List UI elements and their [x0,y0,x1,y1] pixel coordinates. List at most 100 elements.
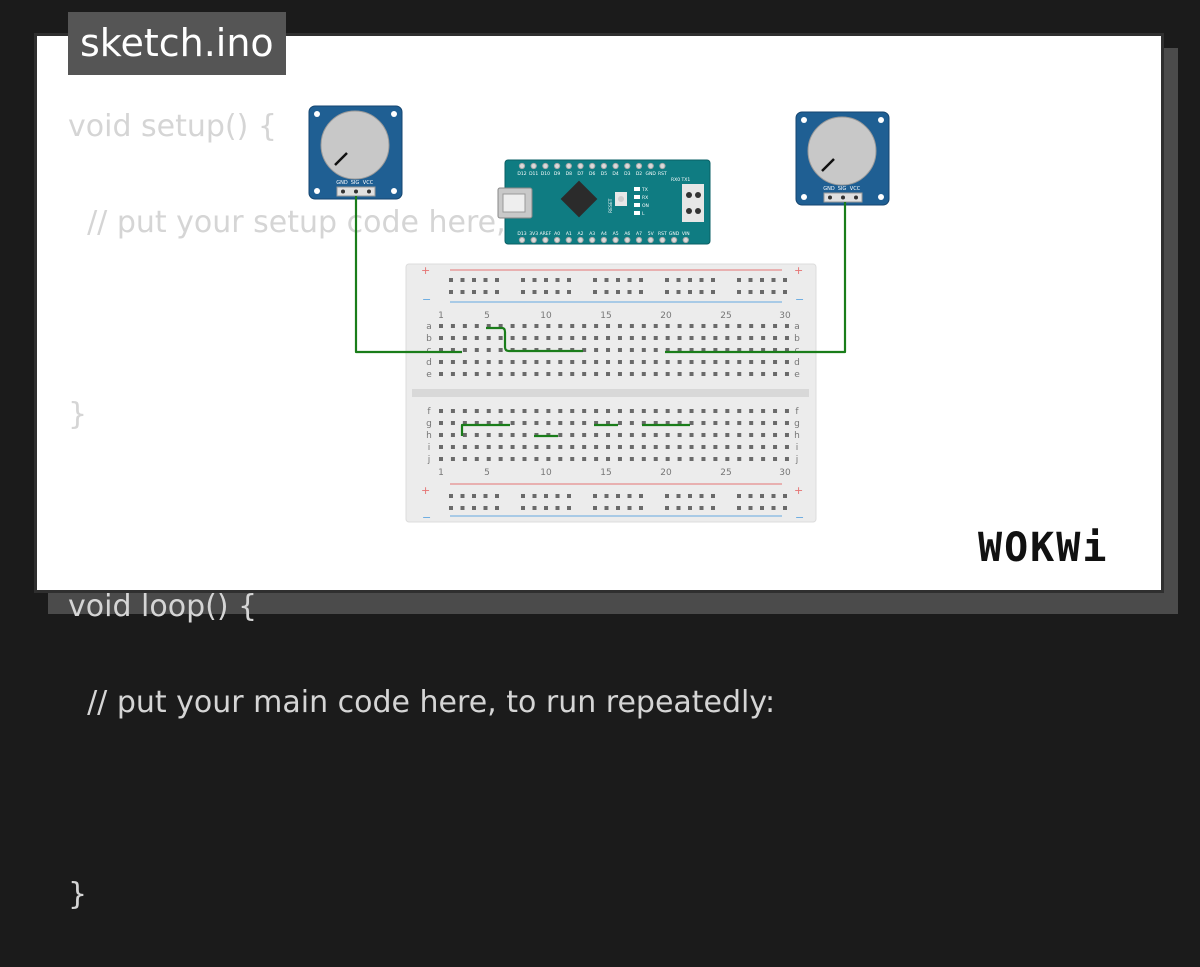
breadboard-hole[interactable] [748,506,753,510]
breadboard-hole[interactable] [483,494,488,498]
breadboard-hole[interactable] [483,278,488,282]
breadboard-hole[interactable] [486,433,491,437]
breadboard-hole[interactable] [749,433,754,437]
breadboard-hole[interactable] [749,324,754,328]
breadboard-hole[interactable] [462,336,467,340]
breadboard-hole[interactable] [486,324,491,328]
breadboard-hole[interactable] [558,409,563,413]
breadboard-hole[interactable] [546,445,551,449]
breadboard-hole[interactable] [450,360,455,364]
breadboard-hole[interactable] [606,324,611,328]
breadboard-hole[interactable] [474,348,479,352]
breadboard-hole[interactable] [570,336,575,340]
breadboard-hole[interactable] [522,421,527,425]
breadboard-hole[interactable] [639,278,643,282]
breadboard-hole[interactable] [534,336,539,340]
breadboard-hole[interactable] [653,409,658,413]
breadboard-hole[interactable] [677,372,682,376]
breadboard-hole[interactable] [701,433,706,437]
breadboard-hole[interactable] [439,360,443,364]
breadboard-hole[interactable] [665,348,670,352]
breadboard-hole[interactable] [546,421,551,425]
breadboard-hole[interactable] [627,506,632,510]
breadboard-hole[interactable] [699,494,704,498]
wire-left-pot[interactable] [354,196,462,354]
breadboard-hole[interactable] [510,409,515,413]
breadboard-hole[interactable] [688,506,692,510]
breadboard-hole[interactable] [641,348,646,352]
breadboard-hole[interactable] [462,409,467,413]
breadboard-hole[interactable] [472,506,476,510]
breadboard-hole[interactable] [689,372,694,376]
breadboard-hole[interactable] [737,278,741,282]
breadboard-hole[interactable] [474,433,479,437]
breadboard-hole[interactable] [495,494,499,498]
breadboard-hole[interactable] [593,506,597,510]
breadboard-hole[interactable] [534,457,539,461]
breadboard-hole[interactable] [653,445,658,449]
breadboard-hole[interactable] [677,324,682,328]
breadboard-hole[interactable] [629,324,634,328]
breadboard-hole[interactable] [521,506,525,510]
breadboard-hole[interactable] [713,421,718,425]
breadboard-hole[interactable] [498,433,503,437]
breadboard-hole[interactable] [689,445,694,449]
nano-pin[interactable] [518,236,526,244]
breadboard-hole[interactable] [784,336,789,340]
breadboard-hole[interactable] [784,348,789,352]
breadboard-hole[interactable] [749,360,754,364]
breadboard-hole[interactable] [616,290,620,294]
breadboard-hole[interactable] [773,445,778,449]
breadboard-hole[interactable] [532,494,537,498]
breadboard-hole[interactable] [534,360,539,364]
breadboard-hole[interactable] [771,494,776,498]
breadboard-hole[interactable] [784,445,789,449]
breadboard-hole[interactable] [510,421,515,425]
breadboard-hole[interactable] [713,336,718,340]
breadboard-hole[interactable] [761,421,766,425]
breadboard-hole[interactable] [737,324,742,328]
breadboard-hole[interactable] [439,372,443,376]
breadboard-hole[interactable] [773,433,778,437]
breadboard-hole[interactable] [771,290,776,294]
breadboard-hole[interactable] [689,348,694,352]
breadboard-hole[interactable] [450,421,455,425]
breadboard-hole[interactable] [510,457,515,461]
breadboard-hole[interactable] [558,445,563,449]
breadboard-hole[interactable] [748,278,753,282]
breadboard-hole[interactable] [606,421,611,425]
breadboard-hole[interactable] [617,409,622,413]
breadboard-hole[interactable] [594,457,599,461]
breadboard-hole[interactable] [784,324,789,328]
breadboard-hole[interactable] [521,278,525,282]
breadboard-hole[interactable] [701,360,706,364]
breadboard-hole[interactable] [617,421,622,425]
nano-pin[interactable] [600,162,608,170]
breadboard-hole[interactable] [748,494,753,498]
breadboard-hole[interactable] [483,290,488,294]
nano-pin[interactable] [577,162,584,170]
nano-pin[interactable] [577,236,584,244]
breadboard-hole[interactable] [629,433,634,437]
breadboard-hole[interactable] [713,409,718,413]
nano-pin[interactable] [589,236,596,244]
breadboard-hole[interactable] [534,445,539,449]
breadboard-hole[interactable] [641,336,646,340]
breadboard-hole[interactable] [737,336,742,340]
breadboard-hole[interactable] [665,372,670,376]
breadboard-hole[interactable] [450,445,455,449]
breadboard-hole[interactable] [450,433,455,437]
breadboard-hole[interactable] [462,360,467,364]
breadboard-hole[interactable] [701,445,706,449]
nano-pin[interactable] [659,236,666,244]
breadboard-hole[interactable] [570,324,575,328]
breadboard-hole[interactable] [689,457,694,461]
breadboard-hole[interactable] [472,290,476,294]
breadboard-hole[interactable] [486,445,491,449]
breadboard-hole[interactable] [699,506,704,510]
breadboard-hole[interactable] [522,324,527,328]
breadboard-hole[interactable] [711,494,715,498]
breadboard-hole[interactable] [593,290,597,294]
breadboard-hole[interactable] [761,336,766,340]
breadboard-hole[interactable] [510,372,515,376]
